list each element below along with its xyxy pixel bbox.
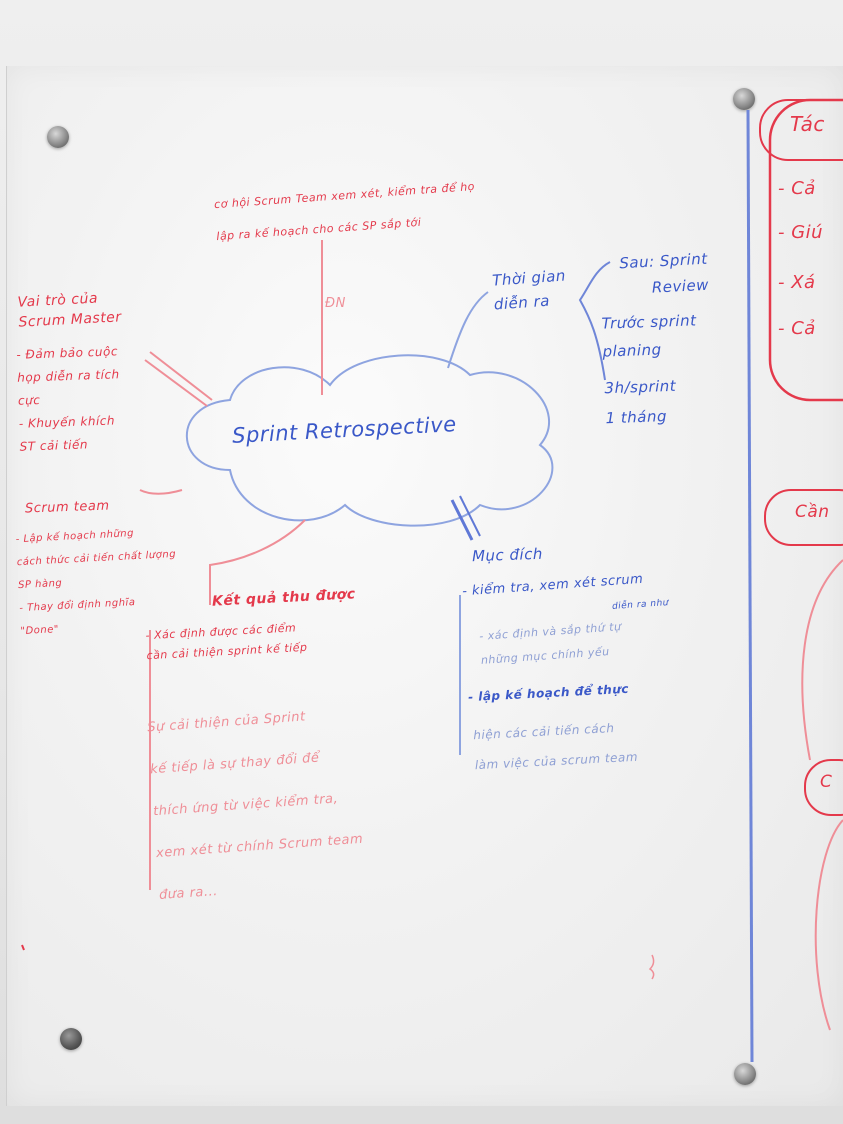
scrum-master-heading: Vai trò của Scrum Master: [17, 290, 122, 331]
results-line-1: - Xác định được các điểm cần cải thiện s…: [145, 621, 308, 663]
connector-time: [447, 291, 489, 369]
right-panel-box-top: [768, 98, 843, 402]
right-panel-top-title: Tác: [790, 112, 825, 136]
time-heading: Thời gian diễn ra: [491, 266, 567, 314]
right-panel-lower-title: C: [820, 772, 833, 792]
right-panel-title-lower: [804, 759, 843, 816]
top-connector-label: ĐN: [325, 296, 346, 311]
scrum-team-body: - Lập kế hoạch những cách thức cải tiến …: [15, 528, 177, 638]
right-panel-item-1: - Cả: [778, 178, 816, 199]
time-brace: [578, 261, 611, 381]
time-duration: 3h/sprint 1 tháng: [604, 376, 677, 428]
connector-results: [209, 519, 306, 605]
connector-scrum-master: [149, 351, 213, 401]
whiteboard: [6, 66, 843, 1106]
right-panel-item-4: - Cả: [778, 318, 816, 339]
connector-scrum-team: [139, 489, 183, 495]
right-panel-item-2: - Giú: [778, 222, 824, 243]
stray-mark-2: [21, 944, 25, 951]
board-divider-line: [746, 109, 754, 1063]
right-panel-mid-title: Cần: [795, 502, 830, 522]
stray-mark: [648, 954, 655, 980]
board-mounting-pin-top-left: [47, 126, 69, 148]
connector-purpose: [450, 499, 474, 541]
right-panel-item-3: - Xá: [778, 272, 816, 293]
right-panel-mid-curve: [801, 559, 843, 761]
purpose-line-4: hiện các cải tiến cách làm việc của scru…: [472, 720, 639, 773]
results-body: Sự cải thiện của Sprint kế tiếp là sự th…: [146, 709, 364, 904]
purpose-line-2: - xác định và sắp thứ tự những mục chính…: [478, 620, 622, 667]
board-mounting-pin-bottom-right: [734, 1063, 756, 1085]
board-mounting-pin-bottom-left: [60, 1028, 82, 1050]
center-cloud: [185, 354, 554, 527]
purpose-heading: Mục đích: [471, 544, 544, 566]
time-before-planning: Trước sprint planing: [601, 311, 697, 361]
right-panel-title-mid: [764, 489, 843, 546]
board-mounting-pin-top-right: [733, 88, 755, 110]
right-panel-title-top: [759, 99, 843, 161]
right-panel-lower-curve: [814, 819, 843, 1031]
scrum-master-body: - Đảm bảo cuộc họp diễn ra tích cực - Kh…: [16, 344, 120, 454]
scrum-team-heading: Scrum team: [24, 498, 110, 517]
time-after-review: Sau: Sprint Review: [618, 249, 710, 297]
